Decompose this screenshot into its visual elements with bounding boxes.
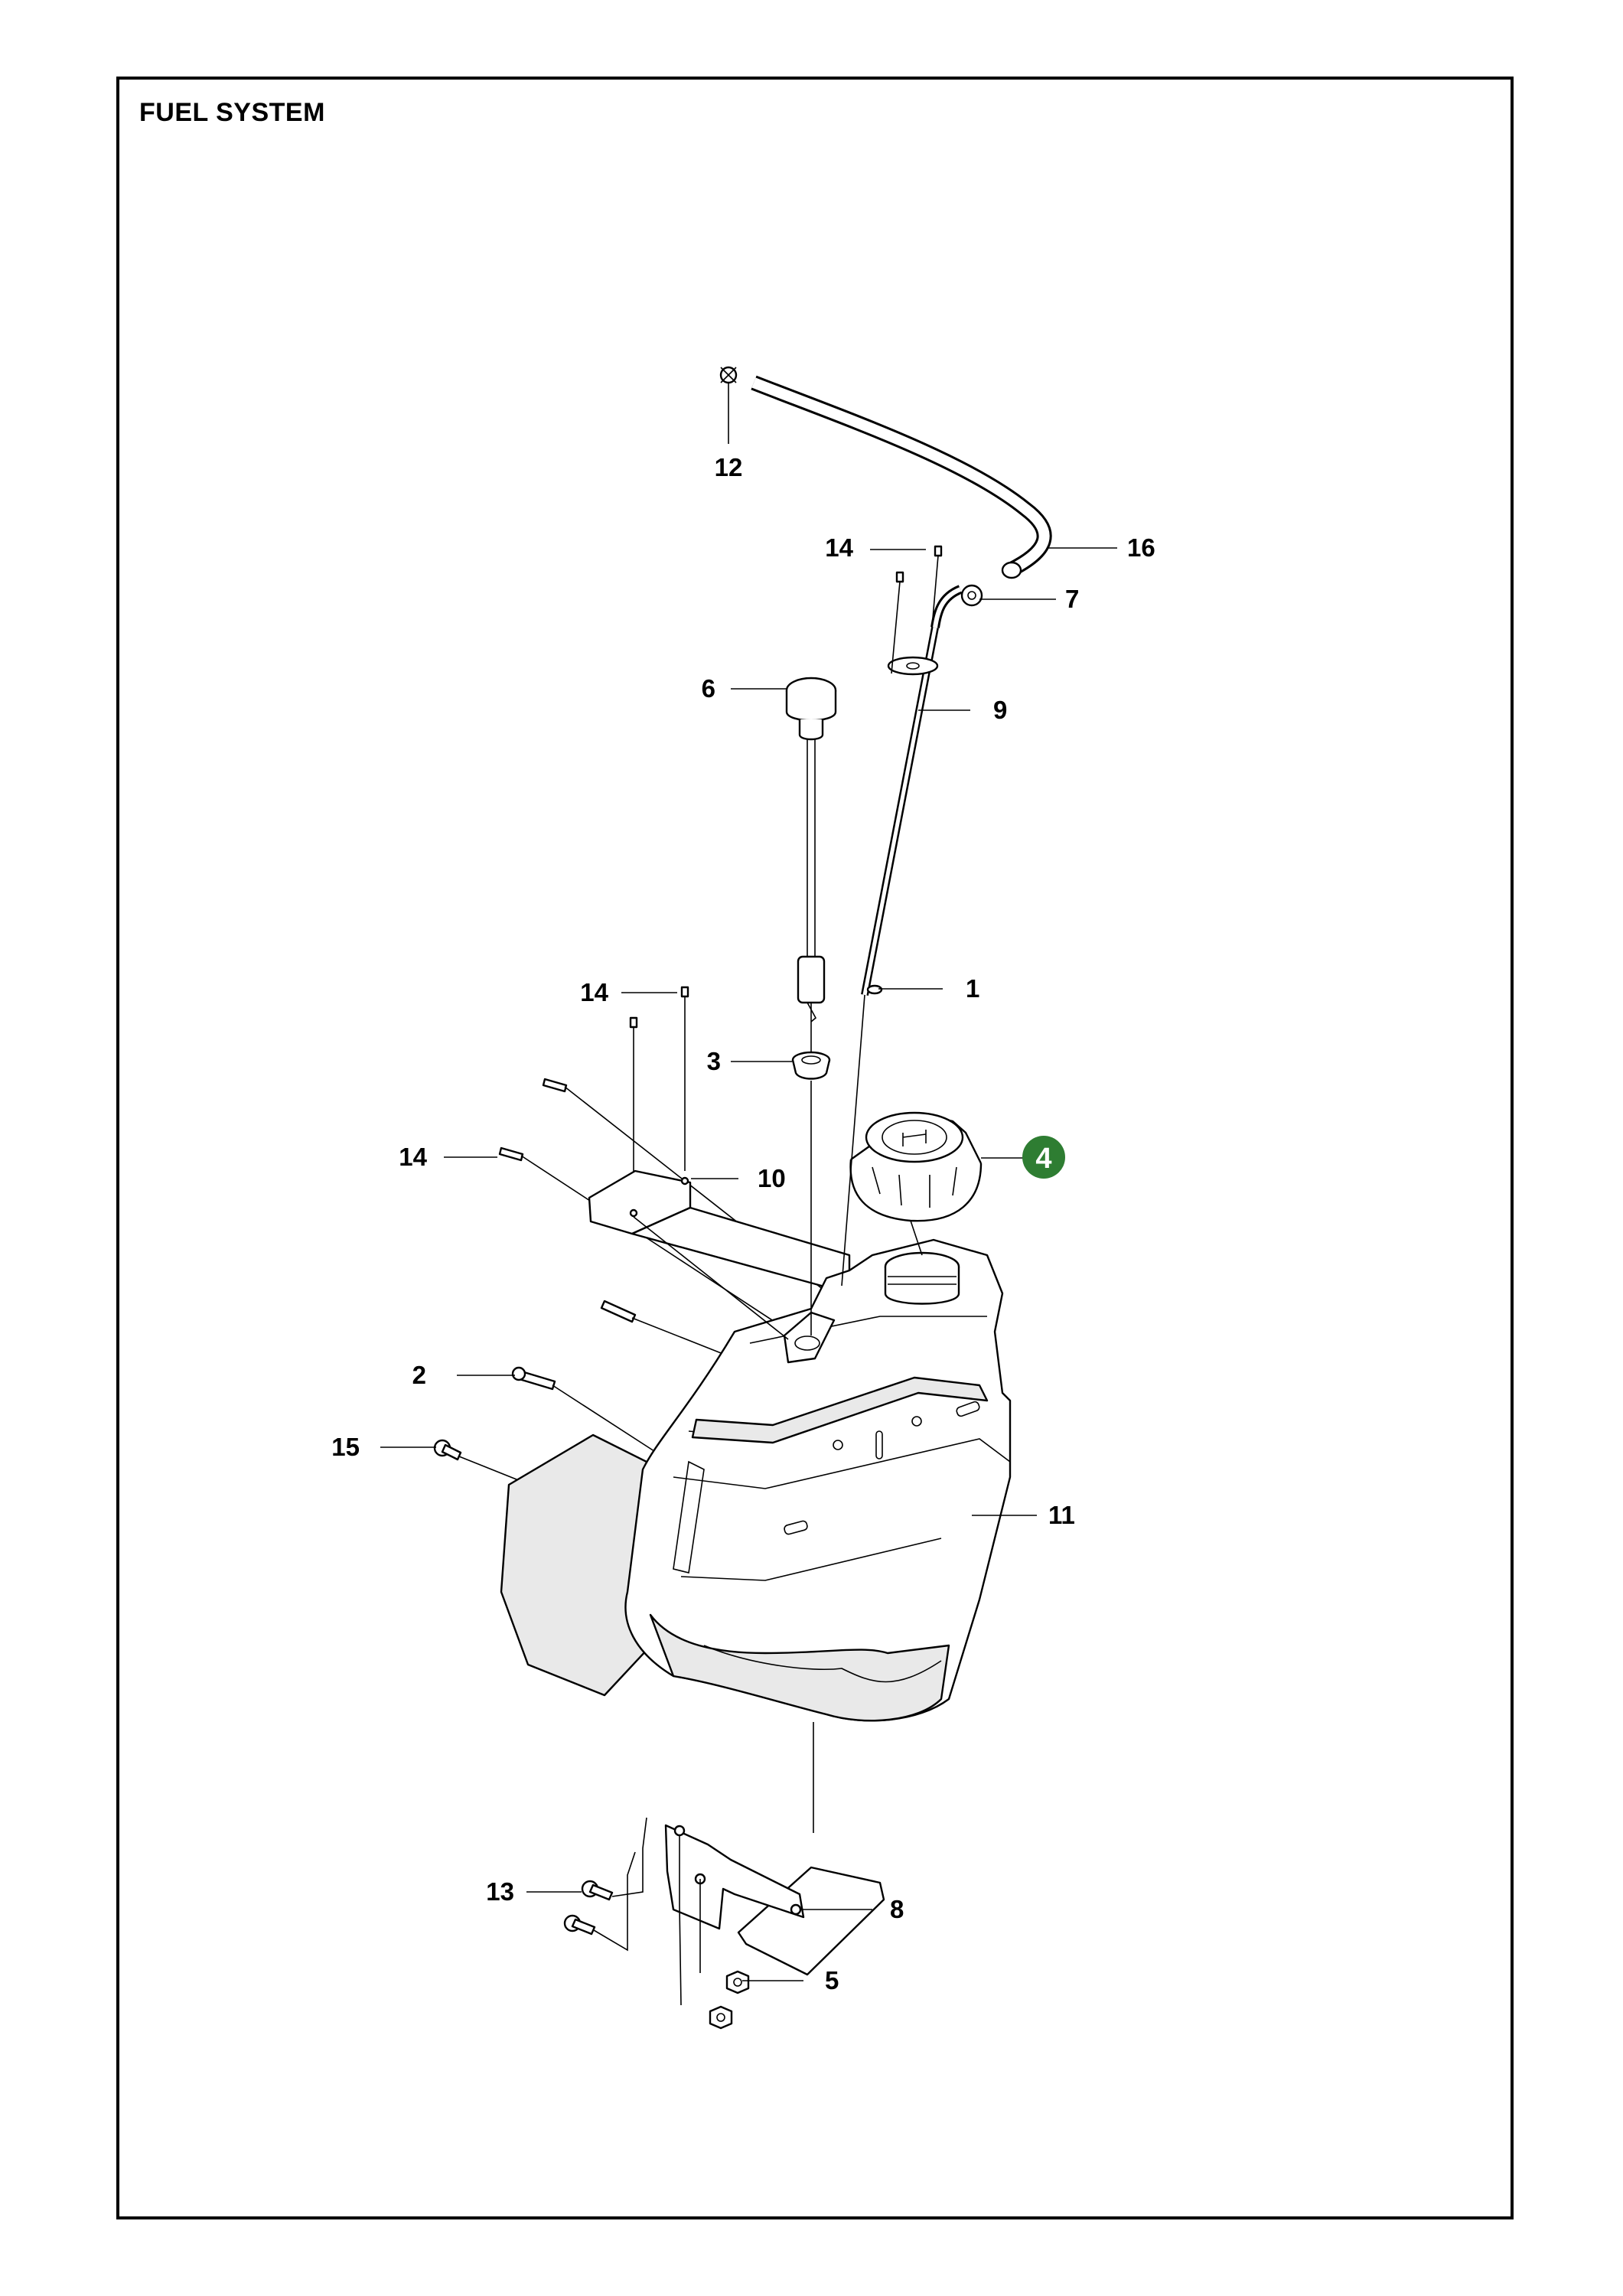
nut-5-lower xyxy=(709,2005,733,2030)
callout-labels: 12 16 14 7 6 9 14 1 3 4 14 10 2 15 11 13… xyxy=(331,453,1155,1994)
callout-1: 1 xyxy=(966,974,979,1003)
vent-hose xyxy=(751,375,1052,579)
hose-clip-top xyxy=(719,366,738,384)
bracket-10 xyxy=(588,1169,851,1295)
callout-leaders xyxy=(380,383,1117,1981)
assembly-lines xyxy=(633,994,923,1833)
diagram-frame xyxy=(116,77,1514,2219)
bolt-15 xyxy=(433,1439,521,1482)
callout-4: 4 xyxy=(1035,1143,1051,1175)
callout-4-highlight: 4 xyxy=(1022,1136,1065,1179)
callout-11: 11 xyxy=(1048,1501,1075,1529)
o-ring xyxy=(866,984,883,995)
callout-14-left: 14 xyxy=(399,1143,427,1171)
callout-12: 12 xyxy=(715,453,743,481)
bolt-13-lower xyxy=(563,1914,596,1936)
callout-16: 16 xyxy=(1127,533,1155,562)
callout-7: 7 xyxy=(1065,585,1079,613)
grommet xyxy=(791,1051,831,1080)
callout-13: 13 xyxy=(486,1877,514,1906)
long-screw xyxy=(600,1300,735,1359)
bracket-8 xyxy=(664,1824,885,1976)
diagram-title: FUEL SYSTEM xyxy=(139,98,325,127)
highlight-badge xyxy=(1022,1136,1065,1179)
fuel-pickup-tube xyxy=(861,585,963,996)
callout-10: 10 xyxy=(758,1164,786,1192)
screw-14-bracket xyxy=(629,986,689,1213)
nut-5-upper xyxy=(725,1970,750,1994)
hose-clip-7 xyxy=(960,584,983,607)
callout-8: 8 xyxy=(890,1895,904,1923)
screw-14-top xyxy=(891,545,943,674)
callout-9: 9 xyxy=(993,696,1007,724)
callout-2: 2 xyxy=(412,1361,426,1389)
callout-15: 15 xyxy=(331,1433,360,1461)
callout-6: 6 xyxy=(702,674,715,703)
callout-5: 5 xyxy=(825,1966,839,1994)
callout-14-mid: 14 xyxy=(580,978,608,1006)
fuel-gauge xyxy=(785,677,837,1022)
bolt-13-upper xyxy=(581,1880,614,1901)
callout-14-top: 14 xyxy=(825,533,853,562)
bolt-2 xyxy=(511,1366,657,1453)
callout-3: 3 xyxy=(707,1047,721,1075)
fuel-tank xyxy=(500,1238,1012,1722)
fuel-cap xyxy=(849,1111,983,1222)
